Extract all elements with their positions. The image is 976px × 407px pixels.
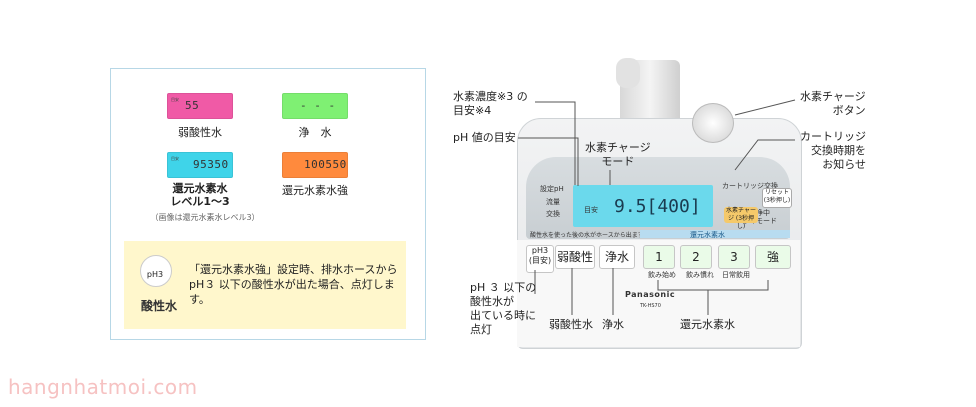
callout-ph3-lamp: pH ３ 以下の 酸性水が 出ている時に 点灯: [470, 281, 537, 336]
callout-charge-mode: 水素チャージ モード: [585, 141, 651, 168]
faucet-head: [616, 58, 640, 88]
acidic-note-text: 「還元水素水強」設定時、排水ホースから pH３ 以下の酸性水が出た場合、点灯しま…: [189, 263, 398, 306]
weak-acid-button[interactable]: 弱酸性: [555, 245, 595, 269]
purified-button[interactable]: 浄水: [599, 245, 635, 269]
level-3-note: 日常飲用: [722, 271, 750, 279]
acidic-note-box: [124, 241, 406, 329]
model-number: TK-HS70: [640, 303, 661, 309]
panel-replace: 交換: [546, 210, 560, 218]
level-2-button[interactable]: 2: [680, 245, 712, 269]
ph3-lamp-icon-label: pH3: [146, 270, 164, 279]
ph3-lamp-icon: [140, 255, 172, 287]
hydrogen-charge-button[interactable]: 水素チャージ (3秒押し): [724, 207, 758, 230]
image-note: （画像は還元水素水レベル3）: [150, 213, 260, 222]
reduced-strip-label: 還元水素水: [690, 231, 725, 239]
strong-button[interactable]: 強: [755, 245, 791, 269]
watermark: hangnhatmoi.com: [8, 375, 198, 399]
screen-target: 目安: [584, 206, 598, 214]
purified-label: 浄 水: [298, 126, 332, 139]
reduced-strip: [640, 230, 790, 238]
lcd-reduced-display: 目安 95350: [167, 152, 233, 178]
cartridge-replace-indicator: カートリッジ交換: [722, 182, 778, 190]
level-3-button[interactable]: 3: [718, 245, 750, 269]
reset-button[interactable]: リセット (3秒押し): [762, 188, 792, 208]
callout-charge-button: 水素チャージ ボタン: [800, 90, 866, 117]
callout-reduced-h2-water: 還元水素水: [680, 318, 735, 331]
lcd-reduced-strong-display: 100550: [282, 152, 348, 178]
weak-acid-label: 弱酸性水: [178, 126, 222, 139]
level-1-button[interactable]: 1: [643, 245, 675, 269]
lcd-purified-display: - - -: [282, 93, 348, 119]
lcd-weak-acid-display: 目安 55: [167, 93, 233, 119]
callout-cartridge-notice: カートリッジ 交換時期を お知らせ: [800, 130, 866, 171]
panel-flow: 流量: [546, 198, 560, 206]
lcd-screen: [573, 185, 713, 227]
callout-ph-target: pH 値の目安: [453, 131, 516, 144]
callout-purified-water: 浄水: [602, 318, 624, 331]
reduced-strong-label: 還元水素水強: [282, 184, 348, 197]
acidic-water-label: 酸性水: [141, 299, 178, 313]
panel-setting-ph: 設定pH: [540, 185, 564, 193]
reduced-label: 還元水素水 レベル1〜3: [170, 182, 230, 208]
callout-h2-concentration: 水素濃度※3 の 目安※4: [453, 90, 528, 117]
brand-logo: Panasonic: [625, 290, 676, 299]
screen-ph-value: 9.5[400]: [614, 196, 701, 217]
level-2-note: 飲み慣れ: [686, 271, 714, 279]
strip-note: 酸性水を使った後の水がホースから出ます: [530, 232, 644, 239]
hydrogen-charge-knob[interactable]: [692, 103, 734, 143]
ph3-lamp: pH3 (目安): [526, 245, 554, 273]
level-1-note: 飲み始め: [648, 271, 676, 279]
callout-weak-acid-water: 弱酸性水: [549, 318, 593, 331]
